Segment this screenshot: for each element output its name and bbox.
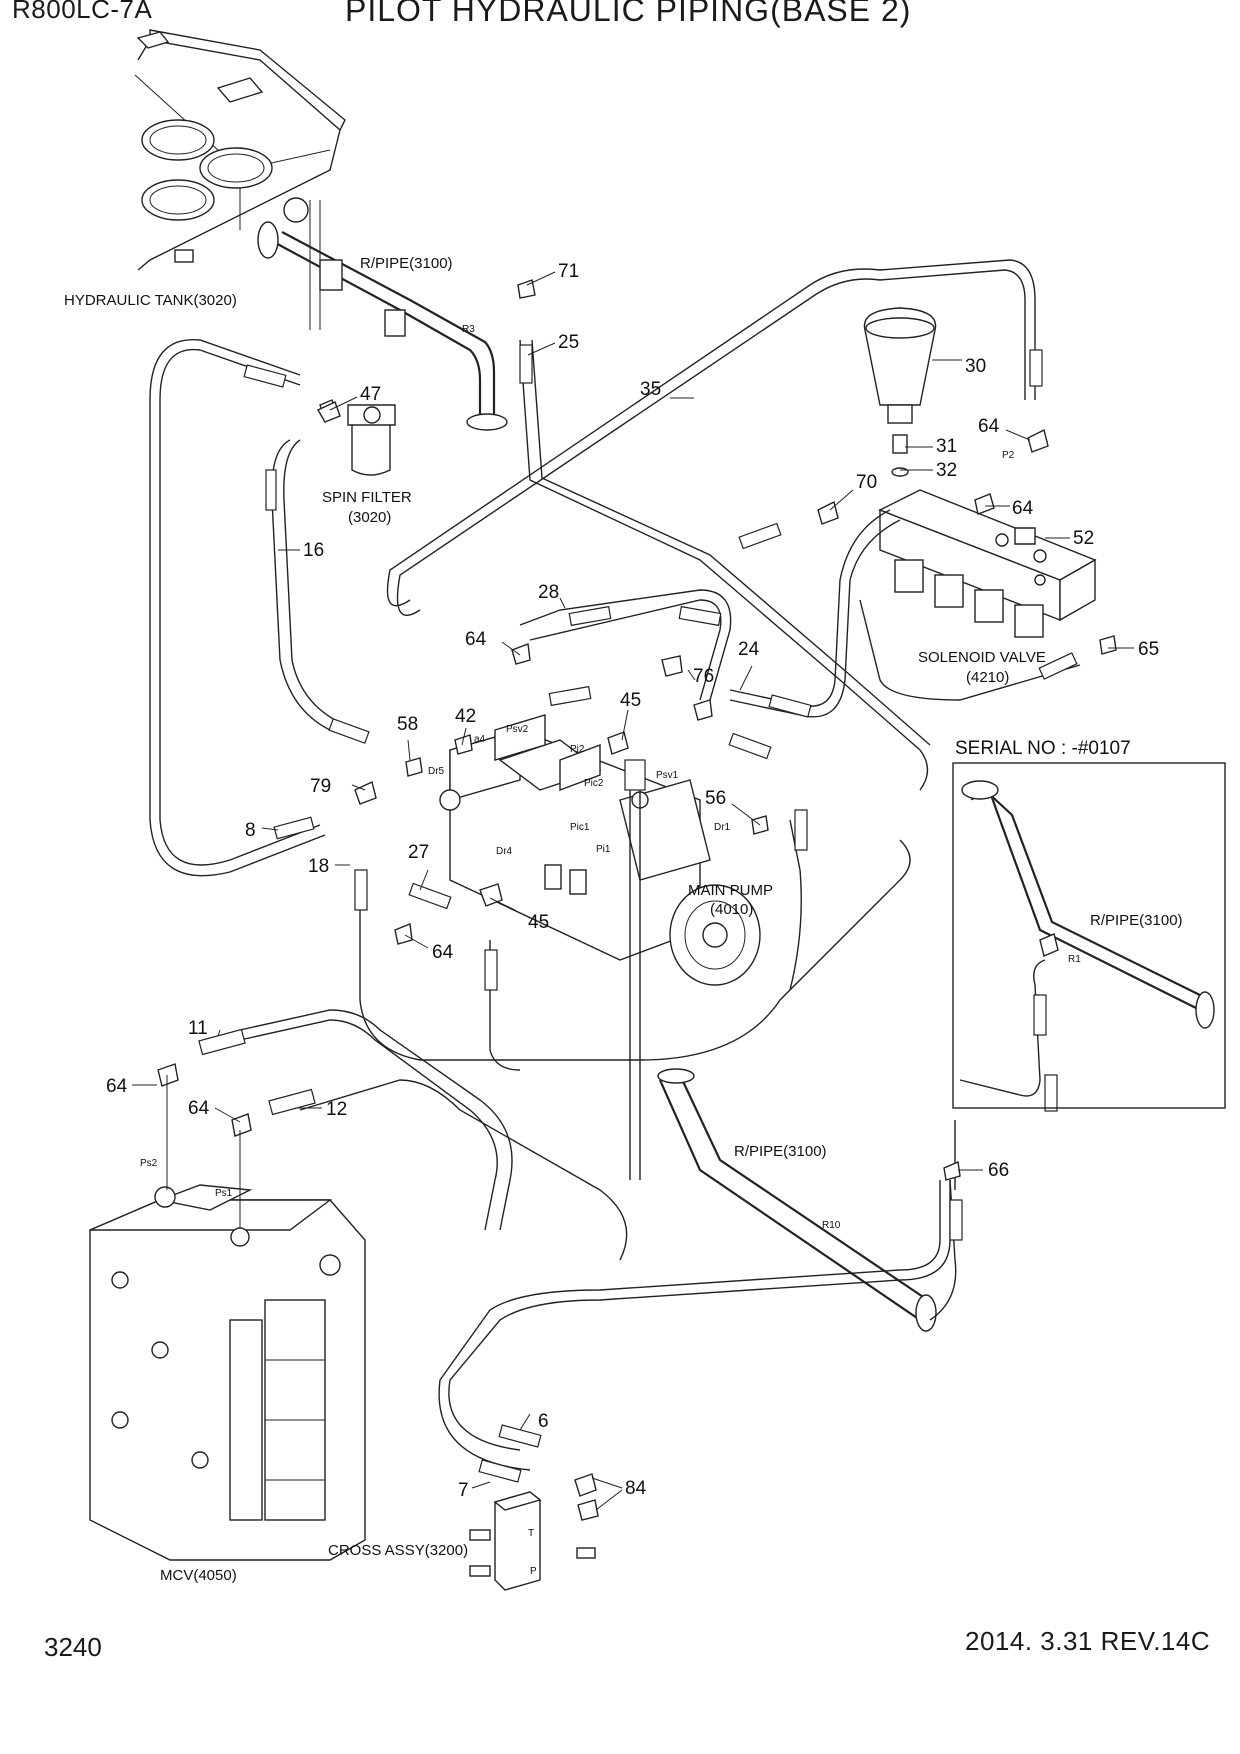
port-p2: P2 <box>1002 450 1015 461</box>
port-dr5: Dr5 <box>428 766 445 777</box>
callout-56: 56 <box>705 788 726 809</box>
callout-7: 7 <box>458 1480 469 1501</box>
mcv-label: MCV(4050) <box>160 1567 237 1584</box>
callout-numbers: 71 25 35 30 47 64 31 32 70 64 52 16 28 6… <box>106 261 1159 1501</box>
spin-filter-label-2: (3020) <box>348 509 391 526</box>
callout-66: 66 <box>988 1160 1009 1181</box>
callout-45-bottom: 45 <box>528 912 549 933</box>
callout-24: 24 <box>738 639 760 660</box>
port-psv2: Psv2 <box>506 724 529 735</box>
port-pi1: Pi1 <box>596 844 611 855</box>
callout-18: 18 <box>308 856 329 877</box>
port-a4: a4 <box>474 734 486 745</box>
return-pipe-inset-label: R/PIPE(3100) <box>1090 912 1183 929</box>
spin-filter <box>319 399 396 476</box>
port-r3: R3 <box>462 324 475 335</box>
solenoid-valve-label-1: SOLENOID VALVE <box>918 649 1046 666</box>
callout-45-top: 45 <box>620 690 641 711</box>
callout-30: 30 <box>965 356 986 377</box>
model-code: R800LC-7A <box>12 0 153 24</box>
hose-fittings <box>198 344 1078 1483</box>
return-pipe-top-label: R/PIPE(3100) <box>360 255 453 272</box>
mcv <box>89 1184 366 1561</box>
callout-31: 31 <box>936 436 957 457</box>
cross-assy <box>469 1491 596 1591</box>
port-dr1: Dr1 <box>714 822 731 833</box>
port-pi2: Pi2 <box>570 744 585 755</box>
callout-71: 71 <box>558 261 579 282</box>
callout-25: 25 <box>558 332 579 353</box>
port-psv1: Psv1 <box>656 770 679 781</box>
page-title: PILOT HYDRAULIC PIPING(BASE 2) <box>345 0 912 28</box>
port-t: T <box>528 1528 534 1539</box>
accumulator <box>863 307 937 477</box>
callout-64-pump: 64 <box>432 942 454 963</box>
callout-47: 47 <box>360 384 381 405</box>
cross-assy-label: CROSS ASSY(3200) <box>328 1542 468 1559</box>
hydraulic-tank <box>134 29 346 330</box>
port-dr4: Dr4 <box>496 846 513 857</box>
solenoid-valve <box>878 489 1097 638</box>
callout-28: 28 <box>538 582 559 603</box>
port-ps1: Ps1 <box>215 1188 233 1199</box>
port-p: P <box>530 1566 537 1577</box>
solenoid-valve-label-2: (4210) <box>966 669 1009 686</box>
port-ps2: Ps2 <box>140 1158 158 1169</box>
callout-52: 52 <box>1073 528 1094 549</box>
port-r10: R10 <box>822 1220 841 1231</box>
callout-32: 32 <box>936 460 957 481</box>
callout-64-top: 64 <box>978 416 1000 437</box>
callout-79: 79 <box>310 776 331 797</box>
return-pipe-top <box>257 197 508 431</box>
callout-84: 84 <box>625 1478 647 1499</box>
port-r1: R1 <box>1068 954 1081 965</box>
callout-27: 27 <box>408 842 429 863</box>
leader-lines <box>132 271 1134 1511</box>
return-pipe-mid <box>657 1068 937 1332</box>
callout-64-ps1: 64 <box>188 1098 210 1119</box>
return-pipe-mid-label: R/PIPE(3100) <box>734 1143 827 1160</box>
port-pic2: Pic2 <box>584 778 604 789</box>
spin-filter-label-1: SPIN FILTER <box>322 489 412 506</box>
callout-42: 42 <box>455 706 476 727</box>
main-pump-label-1: MAIN PUMP <box>688 882 773 899</box>
serial-inset <box>952 762 1226 1109</box>
callout-64-solenoid: 64 <box>1012 498 1034 519</box>
callout-12: 12 <box>326 1099 347 1120</box>
callout-8: 8 <box>245 820 256 841</box>
port-pic1: Pic1 <box>570 822 590 833</box>
callout-64-psv2: 64 <box>465 629 487 650</box>
callout-11: 11 <box>188 1018 208 1039</box>
hydraulic-tank-label: HYDRAULIC TANK(3020) <box>64 292 237 309</box>
serial-no-label: SERIAL NO : -#0107 <box>955 738 1131 759</box>
callout-64-ps2: 64 <box>106 1076 128 1097</box>
page-number: 3240 <box>44 1632 102 1662</box>
callout-70: 70 <box>856 472 877 493</box>
revision-date: 2014. 3.31 REV.14C <box>965 1626 1211 1656</box>
callout-76: 76 <box>693 666 714 687</box>
callout-35: 35 <box>640 379 661 400</box>
callout-16: 16 <box>303 540 324 561</box>
callout-58: 58 <box>397 714 418 735</box>
elbow-fittings <box>157 279 1117 1521</box>
main-pump-label-2: (4010) <box>710 901 753 918</box>
callout-6: 6 <box>538 1411 549 1432</box>
pilot-hoses <box>149 259 1081 1471</box>
callout-65: 65 <box>1138 639 1159 660</box>
